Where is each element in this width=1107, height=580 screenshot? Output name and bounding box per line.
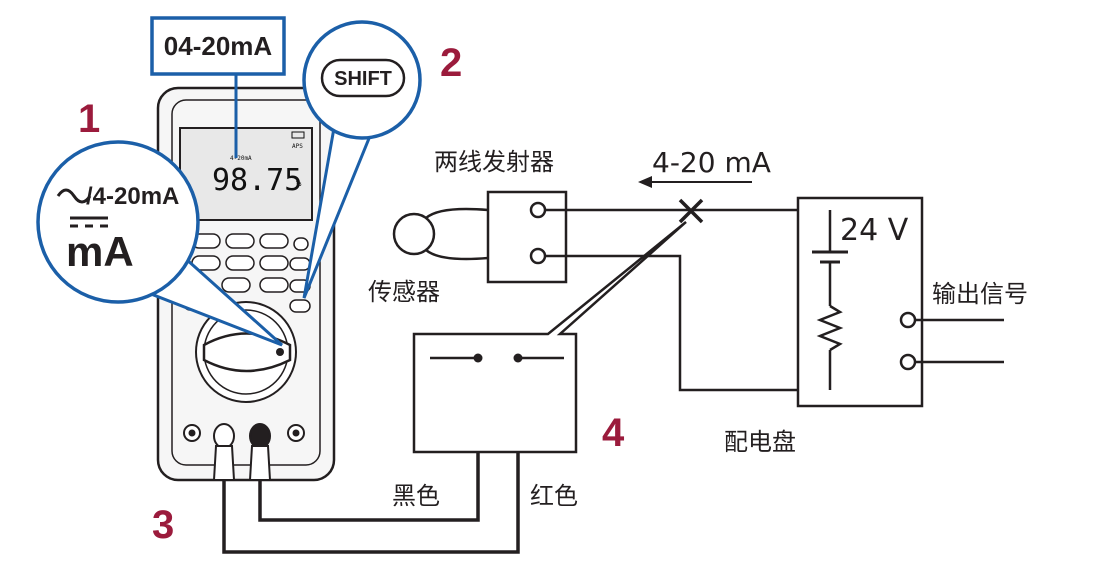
sensor-symbol	[392, 212, 436, 256]
probe-contact-dot-left	[473, 353, 483, 363]
lcd-aps-indicator: APS	[292, 143, 303, 150]
meter-key[interactable]	[225, 233, 255, 249]
shift-label: SHIFT	[334, 68, 392, 90]
range-callout-text: 04-20mA	[164, 31, 273, 61]
red-lead-wire	[222, 405, 520, 554]
current-arrow-icon	[638, 176, 652, 188]
current-label: 4-20 mA	[652, 146, 771, 179]
step-4-number: 4	[602, 411, 625, 455]
lcd-screen	[179, 127, 313, 221]
step-1-number: 1	[78, 97, 100, 141]
step-3-number: 3	[152, 503, 174, 547]
shift-key[interactable]	[289, 299, 311, 313]
probe-contact-dot-right	[513, 353, 523, 363]
output-terminal-1	[899, 311, 917, 329]
loop-wire-bottom	[545, 254, 830, 392]
dc-symbol-icon	[70, 216, 108, 228]
black-test-lead-plug[interactable]	[212, 423, 236, 481]
red-test-lead-plug[interactable]	[248, 423, 272, 481]
sensor-label: 传感器	[368, 278, 440, 306]
panel-label: 配电盘	[724, 428, 796, 456]
transmitter-terminal-minus	[529, 247, 547, 265]
shift-callout: SHIFT	[302, 20, 422, 299]
red-lead-label: 红色	[530, 482, 578, 510]
ac-tilde-icon	[56, 188, 92, 204]
probe-connection-callout	[412, 221, 687, 454]
dial-pointer	[276, 348, 284, 356]
lcd-range-indicator: 4-20mA	[230, 155, 252, 162]
supply-voltage-label: 24 V	[840, 213, 909, 248]
meter-key[interactable]	[221, 277, 251, 293]
mode-line2: mA	[66, 228, 134, 275]
range-callout-box	[150, 16, 286, 76]
battery-icon	[291, 131, 305, 139]
meter-key[interactable]	[225, 255, 255, 271]
sensor-wire	[425, 207, 489, 261]
lcd-reading: 98.75	[212, 163, 302, 198]
transmitter-label: 两线发射器	[434, 148, 554, 176]
black-lead-wire	[258, 405, 480, 522]
transmitter-terminal-plus	[529, 201, 547, 219]
meter-key[interactable]	[259, 277, 289, 293]
transmitter-box	[486, 190, 568, 284]
distribution-panel	[796, 196, 924, 408]
break-point-icon	[678, 198, 704, 224]
meter-key[interactable]	[259, 255, 289, 271]
resistor-symbol	[816, 304, 844, 352]
mode-line1: /4-20mA	[86, 183, 179, 210]
black-lead-label: 黑色	[392, 482, 440, 510]
mode-callout: /4-20mA mA	[36, 140, 284, 347]
lcd-unit: %	[296, 179, 302, 189]
input-jacks	[183, 424, 305, 442]
output-signal-label: 输出信号	[932, 280, 1028, 308]
meter-key[interactable]	[289, 257, 311, 271]
meter-key[interactable]	[293, 237, 309, 251]
output-terminal-2	[899, 353, 917, 371]
meter-key[interactable]	[259, 233, 289, 249]
step-2-number: 2	[440, 41, 462, 85]
multimeter: 98.75 % 4-20mA APS	[156, 86, 336, 482]
